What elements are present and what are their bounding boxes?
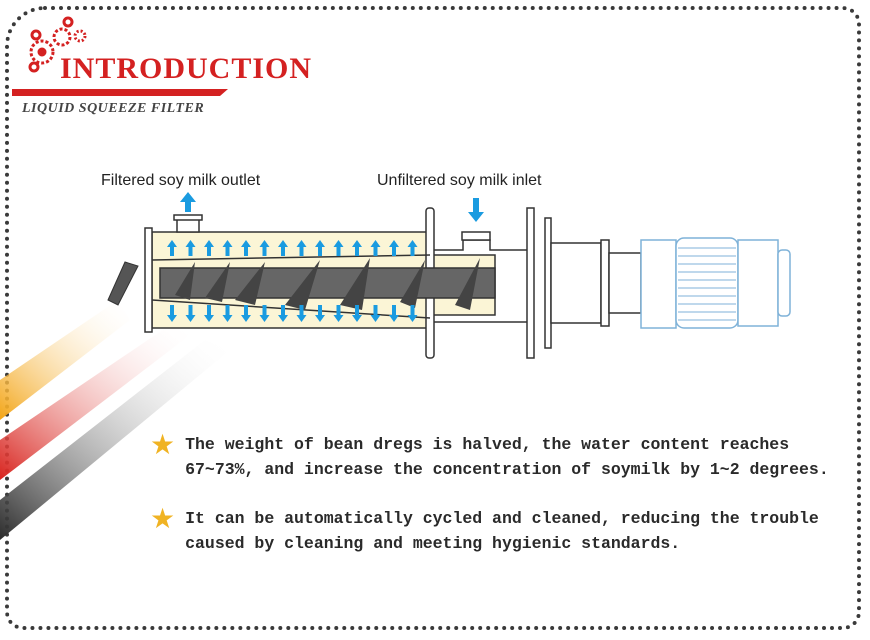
flow-down-arrow-icon	[222, 305, 233, 322]
flow-down-arrow-icon	[389, 305, 399, 322]
flow-up-arrow-icon	[389, 240, 399, 256]
flow-up-arrow-icon	[352, 240, 362, 256]
flow-up-arrow-icon	[278, 240, 288, 256]
flow-down-arrow-icon	[370, 305, 381, 322]
flow-up-arrow-icon	[167, 240, 177, 256]
outlet-label: Filtered soy milk outlet	[101, 172, 261, 189]
flow-down-arrow-icon	[204, 305, 214, 322]
flow-down-arrow-icon	[407, 305, 418, 322]
bullet-item: ★ The weight of bean dregs is halved, th…	[150, 429, 829, 482]
inlet-label: Unfiltered soy milk inlet	[377, 172, 542, 189]
flow-up-arrow-icon	[407, 240, 418, 256]
flow-up-arrow-icon	[204, 240, 214, 256]
flow-down-arrow-icon	[352, 305, 362, 322]
flow-up-arrow-icon	[259, 240, 270, 256]
flow-up-arrow-icon	[185, 240, 196, 256]
flow-up-arrow-icon	[296, 240, 307, 256]
title-bar	[12, 89, 172, 96]
bullet-text: The weight of bean dregs is halved, the …	[185, 435, 829, 479]
bullet-text: It can be automatically cycled and clean…	[185, 509, 819, 553]
flow-down-arrow-icon	[185, 305, 196, 322]
outlet-arrow-icon	[180, 192, 196, 212]
flow-down-arrow-icon	[296, 305, 307, 322]
beam-red	[0, 325, 190, 480]
discharge-flap	[107, 261, 139, 306]
screw-flights	[175, 258, 480, 310]
star-icon: ★	[150, 503, 176, 534]
motor	[640, 237, 791, 329]
beam-orange	[0, 300, 130, 420]
flow-down-arrow-icon	[278, 305, 288, 322]
page-title: INTRODUCTION	[60, 52, 313, 85]
flow-up-arrow-icon	[370, 240, 381, 256]
flow-up-arrow-icon	[315, 240, 325, 256]
flow-up-arrow-icon	[241, 240, 251, 256]
flow-down-arrow-icon	[241, 305, 251, 322]
page-subtitle: LIQUID SQUEEZE FILTER	[22, 101, 205, 116]
flow-up-arrow-icon	[222, 240, 233, 256]
flow-arrows	[167, 240, 418, 322]
filter-machine	[144, 207, 642, 359]
title-bar-stripes	[172, 89, 228, 96]
star-icon: ★	[150, 429, 176, 460]
gears-icon	[28, 16, 87, 73]
flow-down-arrow-icon	[167, 305, 177, 322]
beam-gray	[0, 340, 230, 540]
flow-down-arrow-icon	[333, 305, 344, 322]
flow-down-arrow-icon	[259, 305, 270, 322]
dotted-frame	[5, 6, 861, 630]
bullet-item: ★ It can be automatically cycled and cle…	[150, 503, 819, 556]
flow-up-arrow-icon	[333, 240, 344, 256]
flow-down-arrow-icon	[315, 305, 325, 322]
inlet-arrow-icon	[468, 198, 484, 222]
